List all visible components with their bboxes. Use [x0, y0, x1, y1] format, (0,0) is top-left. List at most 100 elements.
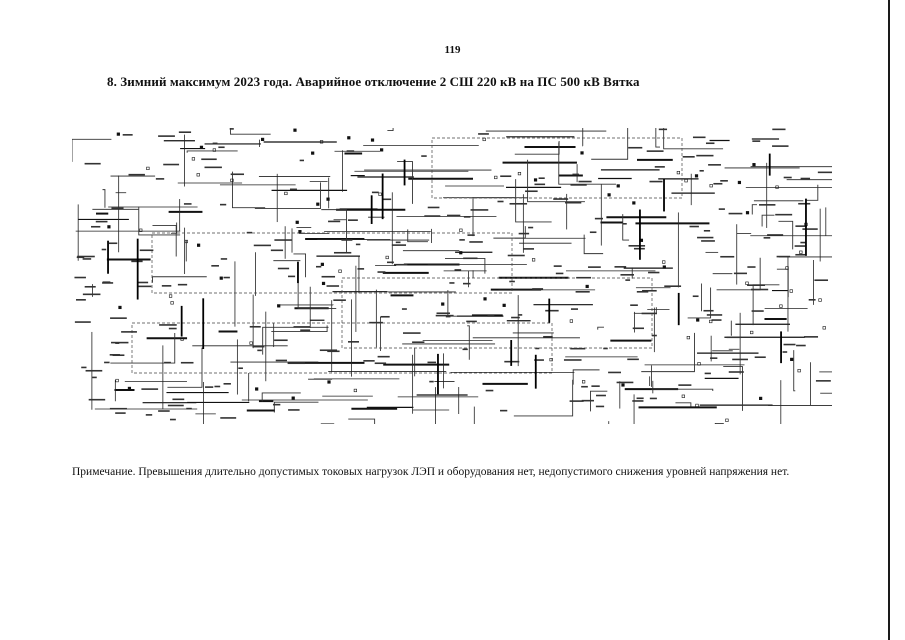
node-label [701, 240, 715, 242]
node-label [500, 409, 508, 412]
node-label [220, 417, 237, 419]
node-label [74, 276, 86, 279]
switch-node [320, 262, 324, 266]
node-label [625, 279, 631, 281]
node-label [507, 254, 525, 257]
switch-node [378, 192, 382, 196]
power-line [293, 253, 307, 278]
node-label [603, 347, 608, 350]
switch-node [697, 362, 701, 366]
switch-node [818, 298, 822, 302]
node-label [511, 316, 520, 319]
switch-node [482, 137, 486, 142]
switch-node [107, 225, 111, 229]
switch-node [750, 330, 754, 335]
power-line [261, 392, 301, 402]
power-line [597, 326, 604, 330]
node-label [104, 361, 110, 364]
power-line [572, 369, 600, 385]
node-label [518, 314, 523, 316]
power-line [254, 182, 321, 209]
node-label [102, 282, 114, 284]
power-line [751, 204, 757, 215]
node-label [699, 169, 704, 172]
node-label [565, 201, 582, 204]
power-line [152, 225, 177, 257]
node-label [642, 289, 657, 292]
node-label [377, 271, 386, 273]
node-label [570, 347, 586, 350]
node-label [74, 321, 91, 323]
power-line [641, 332, 695, 373]
node-label [412, 341, 425, 344]
node-label [689, 225, 699, 228]
power-line [558, 142, 616, 185]
node-label [211, 265, 219, 267]
node-label [449, 282, 455, 284]
node-label [252, 345, 265, 348]
node-label [168, 327, 177, 330]
page-number: 119 [444, 44, 461, 56]
node-label [421, 155, 427, 157]
node-label [85, 369, 103, 372]
node-label [463, 257, 478, 260]
node-label [447, 214, 461, 217]
node-label [427, 206, 440, 209]
node-label [395, 241, 401, 244]
node-label [155, 178, 165, 180]
node-label [172, 398, 185, 401]
switch-node [338, 269, 342, 273]
switch-node [759, 396, 763, 400]
switch-node [277, 304, 281, 308]
node-label [95, 220, 108, 223]
node-label [109, 354, 120, 356]
switch-node [249, 341, 253, 345]
node-label [288, 409, 300, 411]
switch-node [370, 138, 375, 142]
node-label [704, 372, 711, 375]
node-label [703, 229, 711, 232]
power-line [655, 128, 661, 148]
power-line [110, 333, 176, 364]
switch-node [725, 418, 729, 422]
node-label [249, 325, 261, 328]
node-label [632, 400, 644, 402]
node-label [595, 405, 605, 408]
switch-node [118, 305, 122, 310]
node-label [321, 275, 336, 278]
node-label [333, 299, 346, 301]
power-line [714, 423, 724, 424]
node-label [718, 208, 725, 210]
node-label [315, 265, 322, 268]
switch-node [260, 137, 265, 142]
node-label [393, 263, 408, 266]
node-label [82, 293, 101, 296]
node-label [509, 202, 528, 205]
node-label [357, 268, 365, 270]
switch-node [168, 294, 173, 298]
node-label [293, 326, 311, 328]
node-label [794, 245, 806, 247]
page-border-line [888, 0, 890, 640]
node-label [641, 312, 657, 315]
power-line [72, 138, 112, 162]
power-line [152, 276, 207, 283]
power-line [687, 287, 712, 319]
node-label [747, 266, 756, 268]
switch-node [745, 211, 750, 215]
power-line [387, 128, 394, 131]
switch-node [752, 163, 756, 167]
switch-node [662, 260, 666, 264]
node-label [803, 336, 819, 338]
node-label [177, 283, 188, 286]
node-label [555, 272, 564, 275]
node-label [543, 335, 553, 338]
switch-node [681, 394, 685, 398]
node-label [299, 159, 304, 162]
section-outline [131, 322, 553, 374]
power-line [321, 209, 347, 253]
node-label [497, 200, 504, 203]
switch-node [775, 185, 779, 189]
switch-node [380, 148, 384, 152]
node-label [814, 279, 829, 282]
